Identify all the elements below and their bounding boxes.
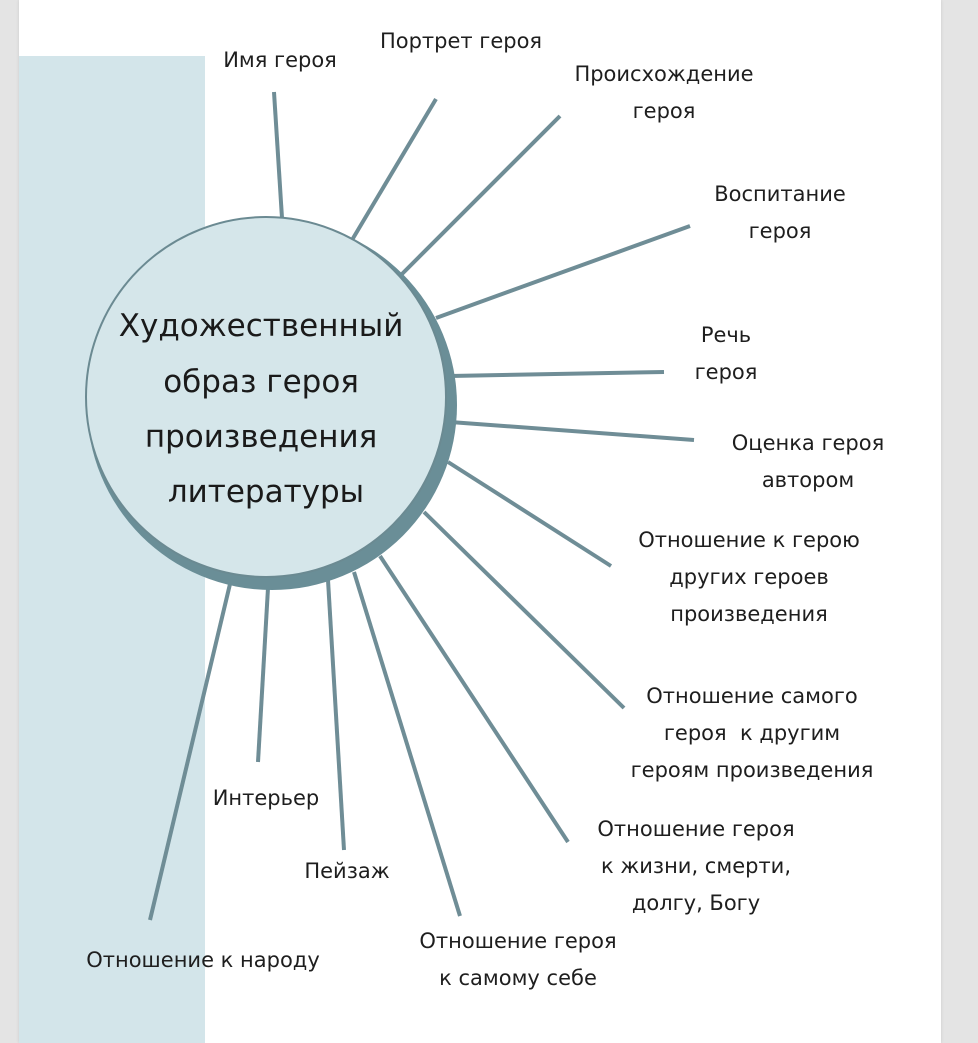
branch-label-line: Портрет героя — [380, 29, 542, 53]
connector-origin — [398, 114, 562, 278]
branch-label-own-attitude: Отношение самого героя к другим героям про… — [631, 684, 874, 782]
branch-label-line: героям произведения — [631, 758, 874, 782]
connectors — [148, 91, 695, 921]
connector-author-assessment — [449, 420, 695, 442]
connector-speech — [449, 370, 665, 378]
branch-label-line: Происхождение — [574, 62, 753, 86]
branch-label-life-attitude: Отношение героя к жизни, смерти, долгу, Бо… — [597, 817, 794, 915]
branch-label-line: Отношение героя — [419, 929, 616, 953]
branch-label-people-attitude: Отношение к народу — [86, 948, 320, 972]
connector-name — [272, 91, 284, 219]
connector-life-attitude — [378, 554, 570, 844]
central-node-line: литературы — [168, 474, 364, 510]
branch-label-line: Пейзаж — [304, 859, 389, 883]
central-node-line: произведения — [145, 419, 377, 455]
branch-label-line: произведения — [670, 602, 827, 626]
central-node-title: Художественный образ героя произведения … — [119, 308, 413, 510]
connector-self-attitude — [352, 571, 462, 917]
branch-label-name: Имя героя — [223, 48, 337, 72]
branch-label-line: к жизни, смерти, — [601, 854, 791, 878]
central-node-circle — [85, 216, 447, 578]
branch-label-line: Отношение самого — [646, 684, 857, 708]
branch-label-line: Имя героя — [223, 48, 337, 72]
branch-label-line: Отношение к герою — [638, 528, 860, 552]
connector-portrait — [350, 97, 438, 242]
branch-label-landscape: Пейзаж — [304, 859, 389, 883]
branch-label-line: автором — [762, 468, 854, 492]
branch-label-line: Оценка героя — [732, 431, 884, 455]
branch-label-line: героя — [633, 99, 696, 123]
branch-label-others-attitude: Отношение к герою других героев произведен… — [638, 528, 860, 626]
branch-label-self-attitude: Отношение героя к самому себе — [419, 929, 616, 990]
branch-label-line: Отношение героя — [597, 817, 794, 841]
connector-landscape — [326, 579, 346, 851]
connector-own-attitude — [422, 510, 626, 710]
branch-label-line: Интерьер — [213, 786, 320, 810]
connector-others-attitude — [446, 460, 613, 568]
branch-label-line: героя — [749, 219, 812, 243]
branch-label-speech: Речь героя — [695, 323, 758, 384]
branch-label-author-assessment: Оценка героя автором — [732, 431, 884, 492]
branch-label-interior: Интерьер — [213, 786, 320, 810]
central-node: Художественный образ героя произведения … — [85, 216, 457, 590]
branch-label-line: героя к другим — [664, 721, 840, 745]
branch-label-line: других героев — [669, 565, 829, 589]
connector-interior — [256, 587, 270, 763]
branch-label-origin: Происхождение героя — [574, 62, 753, 123]
connector-people-attitude — [148, 583, 232, 921]
branch-label-portrait: Портрет героя — [380, 29, 542, 53]
branch-label-line: героя — [695, 360, 758, 384]
central-node-line: Художественный — [119, 308, 404, 344]
central-node-line: образ героя — [163, 364, 359, 400]
branch-label-line: Воспитание — [714, 182, 846, 206]
branch-label-upbringing: Воспитание героя — [714, 182, 846, 243]
branch-label-line: долгу, Богу — [632, 891, 760, 915]
branch-label-line: Речь — [701, 323, 751, 347]
connector-upbringing — [435, 224, 691, 320]
branch-label-line: Отношение к народу — [86, 948, 320, 972]
branch-label-line: к самому себе — [439, 966, 597, 990]
